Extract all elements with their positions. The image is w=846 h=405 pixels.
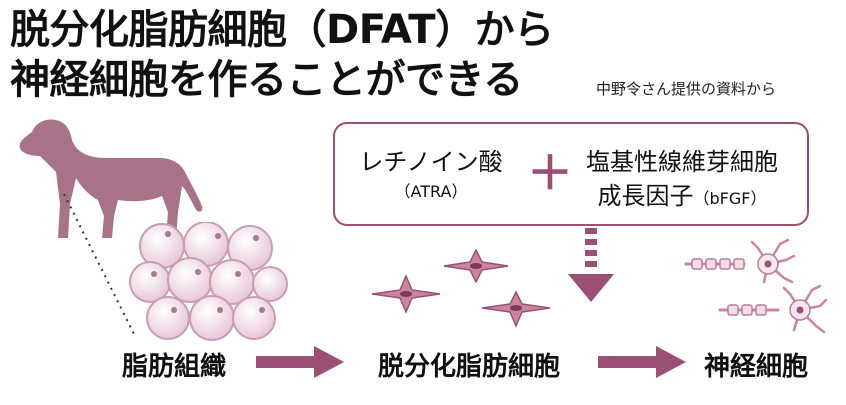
dfat-cells [371,248,551,328]
reagent-bfgf-abbr: （bFGF） [693,189,767,208]
reagent-box: レチノイン酸 （ATRA） ＋ 塩基性線維芽細胞 成長因子（bFGF） [333,122,809,226]
reagent-atra-name: レチノイン酸 [359,148,503,176]
reagent-atra-abbr: （ATRA） [394,182,468,201]
stage-label-adipose-tissue: 脂肪組織 [122,352,227,382]
arrow-down-icon [568,228,614,302]
title-line-1: 脱分化脂肪細胞（DFAT）から [10,7,554,53]
arrow-right-icon [256,346,344,378]
dog-icon [19,119,203,238]
source-credit: 中野令さん提供の資料から [596,80,777,98]
arrow-right-icon [598,346,686,378]
stage-label-neurons: 神経細胞 [704,352,809,382]
reagent-bfgf-name-line-2: 成長因子（bFGF） [567,176,797,211]
title-line-2: 神経細胞を作ることができる [10,57,523,103]
plus-sign: ＋ [527,146,573,200]
neuron-icon [684,238,828,334]
reagent-bfgf-name-part: 成長因子 [597,182,694,210]
dotted-leader-line [63,193,135,335]
stage-label-dfat: 脱分化脂肪細胞 [378,352,561,382]
fat-cell-cluster [129,222,288,341]
reagent-bfgf-name-line-1: 塩基性線維芽細胞 [586,148,778,176]
